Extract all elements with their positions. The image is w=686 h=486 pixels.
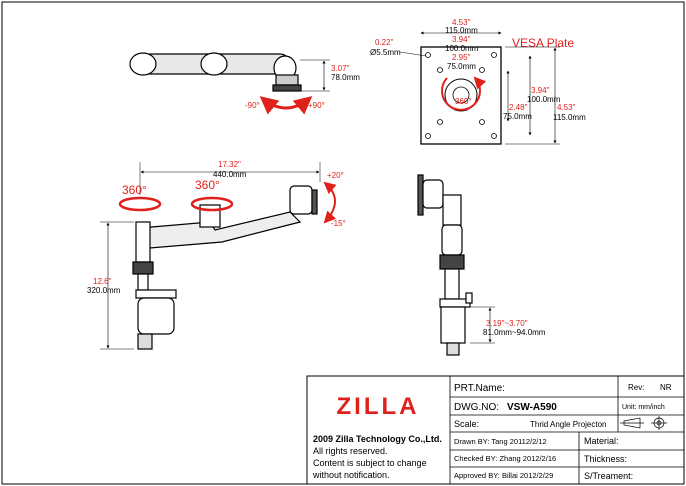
- vesa-height-mid-mm: 100.0mm: [527, 95, 561, 104]
- vesa-width-outer-in: 4.53": [452, 18, 471, 27]
- front-view: 17.32" 440.0mm 360° 360° +20° -15° 12.6"…: [87, 160, 346, 350]
- vesa-width-inner-in: 2.95": [452, 53, 471, 62]
- front-reach-mm: 440.0mm: [213, 170, 247, 179]
- drawn-by: Drawn BY: Tang 20112/2/12: [454, 437, 547, 446]
- rev-label: Rev:: [628, 383, 644, 392]
- top-angle-left: -90°: [245, 101, 260, 110]
- vesa-hole-in: 0.22": [375, 38, 394, 47]
- vesa-height-outer-in: 4.53": [557, 103, 576, 112]
- scale-label: Scale:: [454, 419, 479, 429]
- vesa-width-mid-mm: 100.0mm: [445, 44, 479, 53]
- dwg-value: VSW-A590: [507, 402, 557, 413]
- top-height-mm: 78.0mm: [331, 73, 360, 82]
- tilt-arrow-icon: [323, 181, 337, 224]
- title-block: ZILLA 2009 Zilla Technology Co.,Ltd. All…: [306, 375, 685, 485]
- rights-text: All rights reserved.: [313, 446, 388, 456]
- vesa-height-inner-in: 2.48": [509, 103, 528, 112]
- company-logo: ZILLA: [337, 393, 420, 420]
- treatment-label: S/Treament:: [584, 471, 633, 481]
- projection-symbol-icon: [620, 416, 667, 430]
- top-view: 3.07" 78.0mm -90° +90°: [129, 52, 360, 115]
- notice-text-1: Content is subject to change: [313, 458, 427, 468]
- material-label: Material:: [584, 436, 619, 446]
- rotation-mid-icon: [190, 196, 234, 212]
- unit-text: Unit: mm/inch: [622, 404, 665, 411]
- prt-name-label: PRT.Name:: [454, 383, 505, 394]
- side-view: 3.19"~3.70" 81.0mm~94.0mm: [417, 174, 546, 356]
- front-height-in: 12.6": [93, 277, 112, 286]
- vesa-height-outer-mm: 115.0mm: [553, 113, 586, 122]
- company-name: 2009 Zilla Technology Co.,Ltd.: [313, 434, 442, 444]
- rev-value: NR: [660, 383, 672, 392]
- front-tilt-down: -15°: [331, 219, 346, 228]
- side-clamp-mm: 81.0mm~94.0mm: [483, 328, 546, 337]
- notice-text-2: without notification.: [312, 470, 390, 480]
- vesa-plate-view: 360° 4.53" 115.0mm 3.94" 100.0mm 2.95" 7…: [370, 18, 586, 145]
- vesa-rotation: 360°: [455, 97, 472, 106]
- front-rot-mid: 360°: [195, 178, 220, 192]
- vesa-width-outer-mm: 115.0mm: [445, 26, 478, 35]
- front-tilt-up: +20°: [327, 171, 344, 180]
- vesa-height-inner-mm: 75.0mm: [503, 112, 532, 121]
- vesa-rotation-arrow-icon: [441, 76, 487, 111]
- swivel-arrow-icon: [259, 96, 313, 115]
- checked-by: Checked BY: Zhang 2012/2/16: [454, 454, 556, 463]
- front-rot-left: 360°: [122, 183, 147, 197]
- rotation-left-icon: [118, 196, 162, 212]
- vesa-width-inner-mm: 75.0mm: [447, 62, 476, 71]
- top-angle-right: +90°: [308, 101, 325, 110]
- approved-by: Approved BY: Billai 2012/2/29: [454, 471, 553, 480]
- projection-text: Thrid Angle Projecton: [530, 420, 607, 429]
- front-height-mm: 320.0mm: [87, 286, 121, 295]
- vesa-title: VESA Plate: [512, 36, 574, 50]
- front-reach-in: 17.32": [218, 160, 241, 169]
- side-clamp-in: 3.19"~3.70": [486, 319, 528, 328]
- dwg-label: DWG.NO:: [454, 402, 499, 413]
- thickness-label: Thickness:: [584, 454, 627, 464]
- vesa-height-mid-in: 3.94": [531, 86, 550, 95]
- vesa-hole-mm: Ø5.5mm: [370, 48, 401, 57]
- vesa-width-mid-in: 3.94": [452, 35, 471, 44]
- top-height-in: 3.07": [331, 64, 350, 73]
